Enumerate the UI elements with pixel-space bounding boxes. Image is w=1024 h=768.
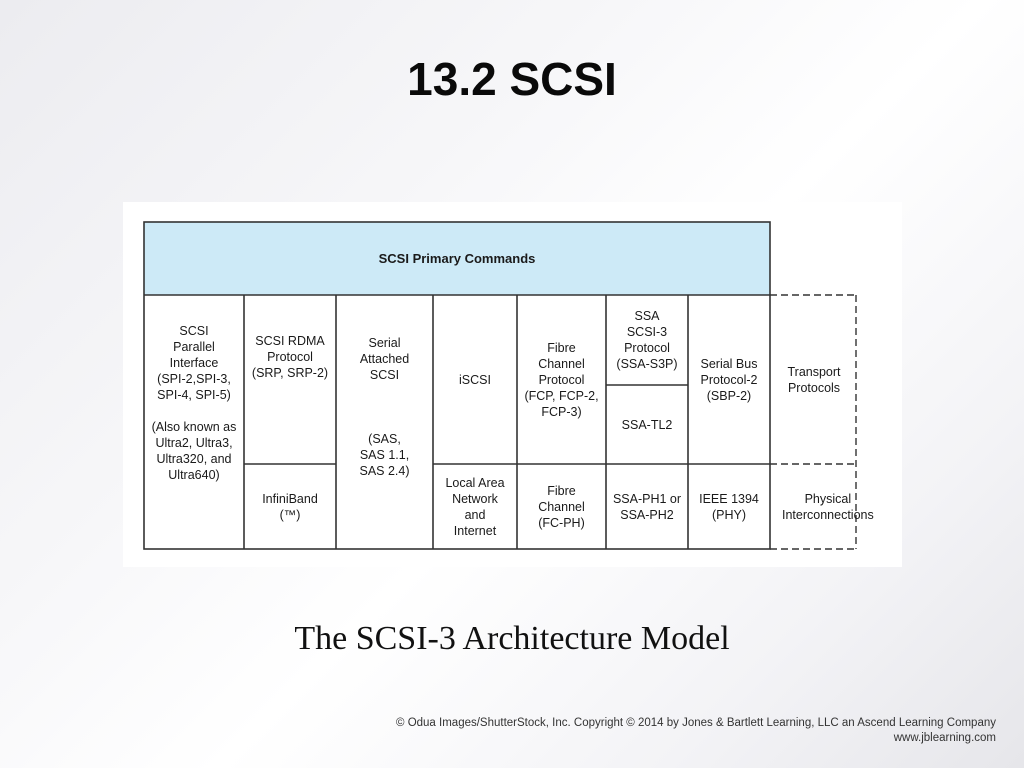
cell-scsi-rdma-protocol: SCSI RDMA Protocol (SRP, SRP-2) [251,334,329,380]
cell-local-area-network: Local Area Network and Internet [445,475,505,538]
cell-serial-attached-scsi: Serial Attached SCSI (SAS, SAS 1.1, SAS … [359,336,410,478]
cell-ssa-ph: SSA-PH1 or SSA-PH2 [612,491,682,522]
cell-ieee-1394: IEEE 1394 (PHY) [699,491,759,522]
credit-line-1: © Odua Images/ShutterStock, Inc. Copyrig… [396,717,996,729]
header-scsi-primary-commands: SCSI Primary Commands [145,223,769,294]
cell-fibre-channel-protocol: Fibre Channel Protocol (FCP, FCP-2, FCP-… [524,340,599,419]
label-transport-protocols: Transport Protocols [787,364,841,395]
cell-serial-bus-protocol: Serial Bus Protocol-2 (SBP-2) [700,356,758,403]
cell-ssa-tl2: SSA-TL2 [621,417,673,432]
label-physical-interconnections: Physical Interconnections [782,491,874,522]
slide-title: 13.2 SCSI [407,53,617,105]
cell-infiniband: InfiniBand (™) [262,491,318,522]
credit-line-2: www.jblearning.com [893,732,996,744]
cell-scsi-parallel-interface: SCSI Parallel Interface (SPI-2,SPI-3, SP… [151,324,237,482]
dashed-lines [770,294,857,550]
cell-iscsi: iSCSI [459,372,491,387]
copyright-credit: © Odua Images/ShutterStock, Inc. Copyrig… [396,716,996,746]
cell-ssa-scsi3-protocol: SSA SCSI-3 Protocol (SSA-S3P) [616,309,678,371]
cell-fibre-channel-ph: Fibre Channel (FC-PH) [538,483,585,530]
scsi3-architecture-diagram: SCSI Primary Commands SCSI Parallel Inte… [123,202,902,567]
outer-border [143,221,771,550]
solid-lines [143,221,771,550]
diagram-caption: The SCSI-3 Architecture Model [294,620,730,657]
